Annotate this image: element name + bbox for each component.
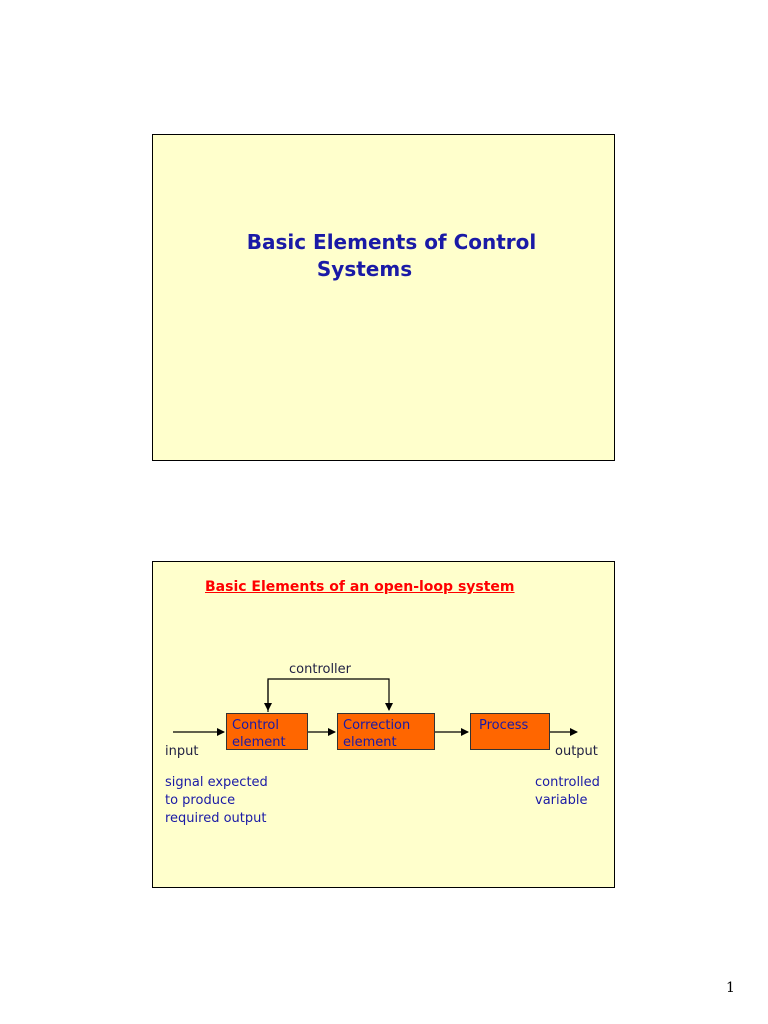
slide-basic-elements: Basic Elements of Control Systems <box>152 134 615 461</box>
controller-label: controller <box>289 662 352 677</box>
slide-open-loop-system: Basic Elements of an open-loop system co… <box>152 561 615 888</box>
output-description: controlled variable <box>535 775 600 808</box>
output-label: output <box>555 744 598 759</box>
slide-title: Basic Elements of an open-loop system <box>205 579 515 595</box>
input-description: signal expected to produce required outp… <box>165 775 268 826</box>
slide-title: Basic Elements of Control Systems <box>153 229 616 283</box>
slide-title-line-1: Basic Elements of Control <box>246 230 537 254</box>
correction-element-block: Correction element <box>337 713 435 750</box>
page-number: 1 <box>726 980 735 996</box>
controller-bracket-line <box>267 678 393 712</box>
input-label: input <box>165 744 199 759</box>
control-element-block: Control element <box>226 713 308 750</box>
slide-title-line-2: Systems <box>316 257 413 281</box>
process-block: Process <box>470 713 550 750</box>
open-loop-block-diagram <box>173 678 578 736</box>
